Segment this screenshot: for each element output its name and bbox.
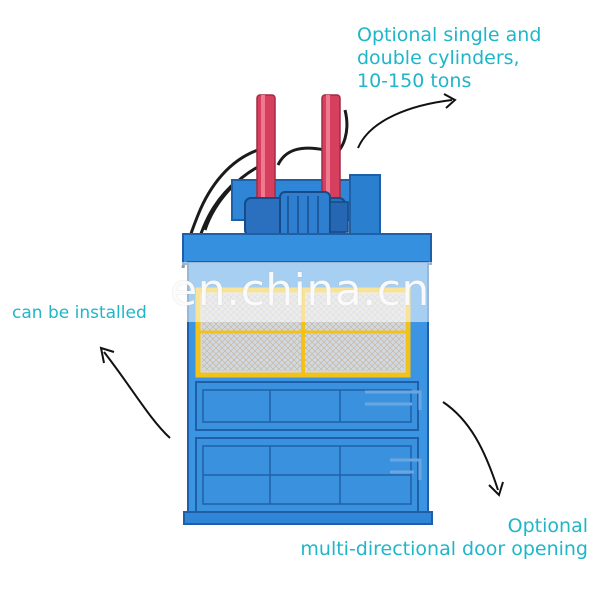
callout-arrows <box>99 93 504 497</box>
caption-door: Optional multi-directional door opening <box>300 515 588 561</box>
caption-cylinders: Optional single and double cylinders, 10… <box>357 24 541 93</box>
watermark-band <box>0 262 600 322</box>
lower-door <box>195 437 419 513</box>
caption-line: double cylinders, <box>357 47 520 69</box>
electric-motor <box>244 191 349 239</box>
machine-top-band <box>182 233 432 265</box>
door-latches <box>365 390 422 480</box>
caption-installed: can be installed <box>12 303 147 323</box>
arrow-left <box>103 351 171 439</box>
arrow-bottom <box>442 401 499 491</box>
caption-line: Optional single and <box>357 24 542 46</box>
watermark-text: en.china.cn <box>170 265 430 316</box>
caption-line: 10-150 tons <box>357 70 472 92</box>
side-box <box>349 174 381 241</box>
caption-line: multi-directional door opening <box>300 538 588 560</box>
machine-base <box>183 511 433 525</box>
upper-door <box>195 381 419 431</box>
arrow-top <box>357 99 453 149</box>
caption-line: Optional <box>507 515 588 537</box>
